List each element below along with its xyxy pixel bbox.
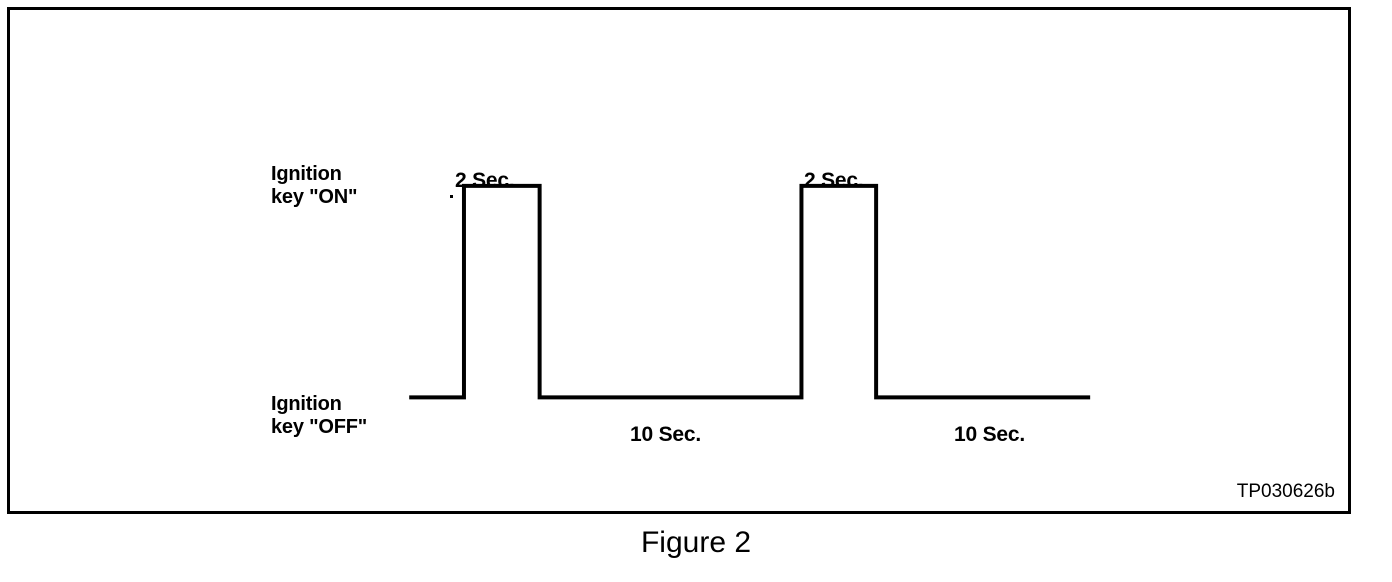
waveform-trace <box>409 183 1091 400</box>
duration-label-off-1: 10 Sec. <box>630 423 701 446</box>
duration-label-on-1: 2 Sec. <box>455 169 515 192</box>
state-label-key-off-line2: key "OFF" <box>271 416 368 438</box>
ignition-key-waveform <box>409 183 1091 400</box>
duration-label-off-2: 10 Sec. <box>954 423 1025 446</box>
state-label-key-on: Ignition key "ON" <box>271 163 357 209</box>
figure-caption: Figure 2 <box>640 526 752 559</box>
state-label-key-off-line1: Ignition <box>271 393 342 415</box>
reference-code: TP030626b <box>1236 481 1335 502</box>
state-label-key-off: Ignition key "OFF" <box>271 393 367 439</box>
state-label-key-on-line2: key "ON" <box>271 186 358 208</box>
state-label-key-on-line1: Ignition <box>271 163 342 185</box>
duration-label-on-2: 2 Sec. <box>804 169 864 192</box>
scan-artifact-dot <box>450 195 453 198</box>
diagram-frame: Ignition key "ON" Ignition key "OFF" 2 S… <box>7 7 1351 514</box>
